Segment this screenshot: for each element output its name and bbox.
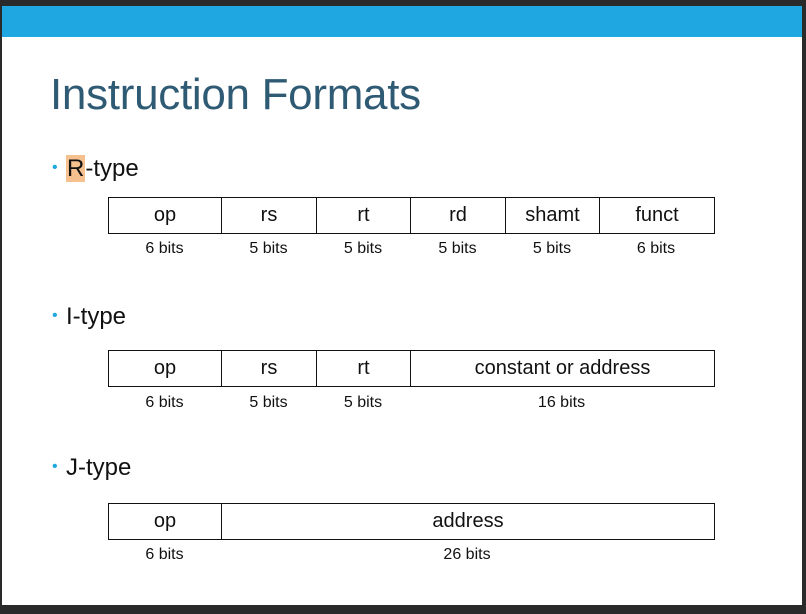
field-rd: rd: [411, 198, 506, 233]
bullet-label: -type: [85, 155, 139, 182]
bit-width-label: 5 bits: [343, 240, 383, 257]
bit-width-label: 26 bits: [443, 546, 491, 563]
i-type-format-box: op rs rt constant or address: [108, 350, 715, 387]
slide-title: Instruction Formats: [50, 70, 421, 119]
bullet-i-type: • I-type: [52, 303, 126, 331]
field-constant-or-address: constant or address: [474, 357, 651, 379]
r-type-format-box: op rs rt rd shamt funct: [108, 197, 715, 234]
bullet-label: J-type: [66, 454, 132, 481]
field-rt: rt: [317, 198, 411, 233]
field-rs: rs: [222, 198, 317, 233]
slide: Instruction Formats • R-type op rs rt rd …: [2, 6, 802, 605]
bullet-label: I-type: [66, 303, 127, 330]
slide-header-bar: [2, 6, 802, 37]
field-rt: rt: [317, 351, 411, 386]
bullet-r-type: • R-type: [52, 155, 139, 183]
field-funct: funct: [635, 204, 679, 226]
bit-width-label: 6 bits: [145, 240, 184, 257]
field-rs: rs: [222, 351, 317, 386]
bit-width-label: 5 bits: [249, 394, 288, 411]
bit-width-label: 16 bits: [537, 394, 586, 411]
text-highlight: R: [66, 155, 86, 182]
bit-width-label: 5 bits: [438, 240, 477, 257]
r-type-bit-widths: 6 bits 5 bits 5 bits 5 bits 5 bits 6 bit…: [108, 240, 713, 258]
bit-width-label: 6 bits: [145, 546, 184, 563]
bit-width-label: 5 bits: [249, 240, 288, 257]
j-type-bit-widths: 6 bits 26 bits: [108, 546, 713, 564]
bullet-dot-icon: •: [52, 159, 58, 176]
field-address: address: [432, 510, 504, 532]
field-op: op: [109, 198, 222, 233]
bit-width-label: 5 bits: [532, 240, 572, 257]
field-op: op: [109, 351, 222, 386]
j-type-format-box: op address: [108, 503, 715, 540]
field-shamt: shamt: [506, 198, 600, 233]
bullet-dot-icon: •: [52, 307, 58, 324]
bullet-j-type: • J-type: [52, 454, 131, 482]
bullet-dot-icon: •: [52, 458, 58, 475]
field-op: op: [109, 504, 222, 539]
bit-width-label: 6 bits: [145, 394, 184, 411]
bit-width-label: 6 bits: [636, 240, 676, 257]
i-type-bit-widths: 6 bits 5 bits 5 bits 16 bits: [108, 394, 713, 412]
bit-width-label: 5 bits: [343, 394, 383, 411]
